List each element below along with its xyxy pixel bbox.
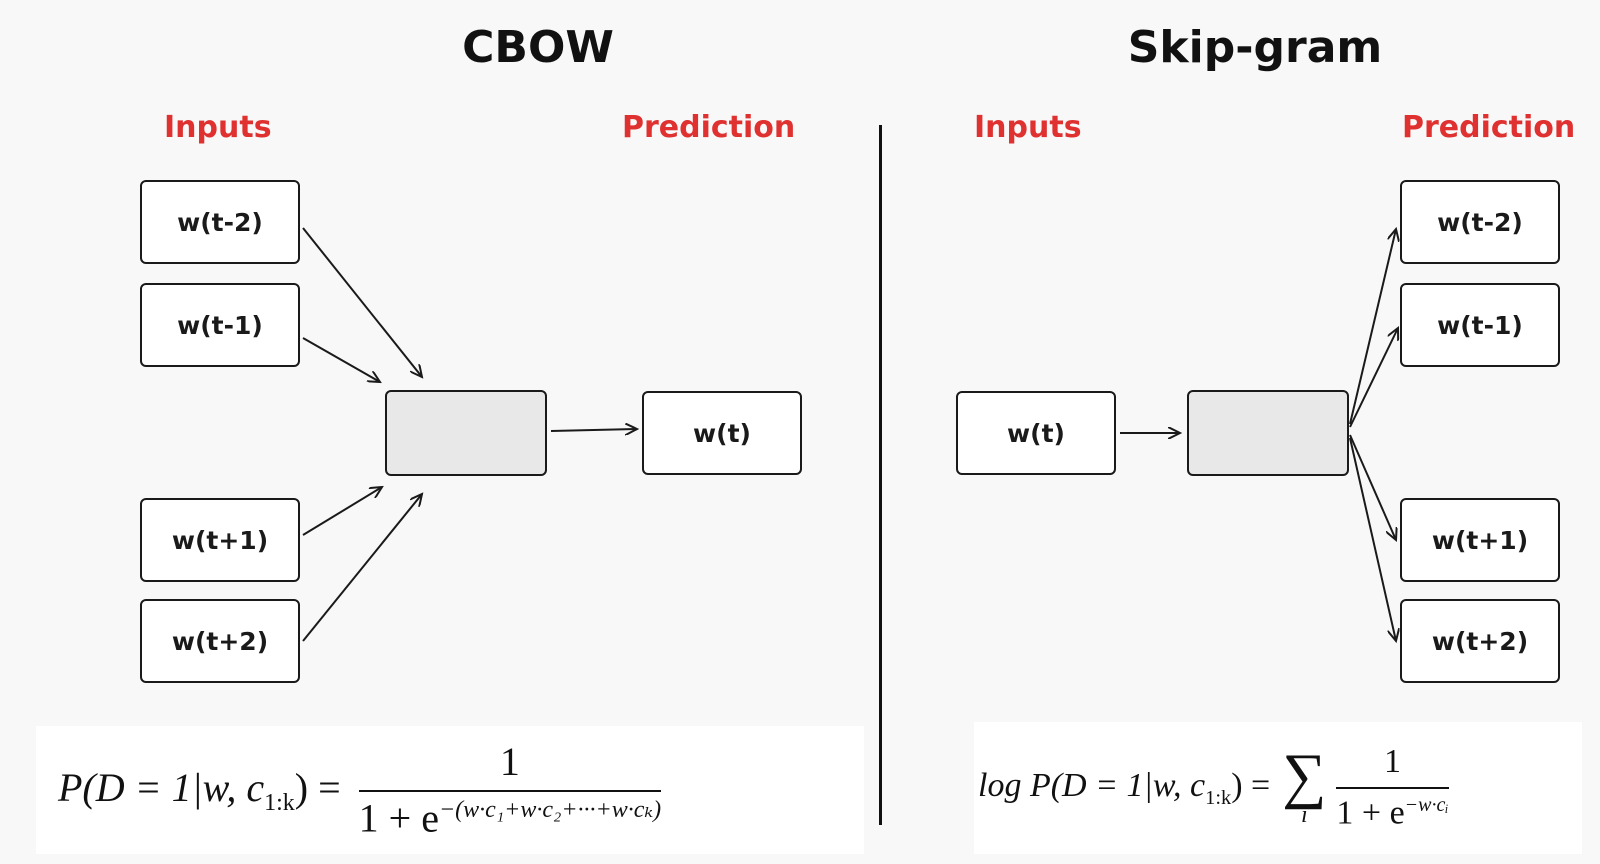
skipgram-formula-numerator: 1 [1383, 743, 1401, 781]
cbow-input-box: w(t+1) [140, 498, 300, 582]
cbow-formula-denominator: 1 + e−(w·c₁+w·c₂+···+w·cₖ) [358, 795, 662, 841]
skipgram-formula-lhs: log P(D = 1|w, c1:k) = [978, 766, 1271, 809]
skipgram-output-box: w(t+1) [1400, 498, 1560, 582]
skipgram-formula-bar [1336, 787, 1449, 790]
panel-divider [879, 125, 882, 825]
skipgram-formula: log P(D = 1|w, c1:k) = ∑ i 1 1 + e−w·cᵢ [974, 722, 1582, 854]
cbow-hidden-layer [385, 390, 547, 476]
cbow-arrow-4 [302, 494, 422, 642]
cbow-formula: P(D = 1|w, c1:k) = 1 1 + e−(w·c₁+w·c₂+··… [36, 726, 864, 854]
cbow-arrow-3 [302, 487, 382, 536]
cbow-formula-bar [358, 789, 662, 792]
skipgram-arrow-4 [1349, 437, 1396, 641]
skipgram-formula-denominator: 1 + e−w·cᵢ [1336, 794, 1449, 832]
cbow-formula-numerator: 1 [499, 738, 520, 784]
skipgram-output-box: w(t+2) [1400, 599, 1560, 683]
cbow-input-box: w(t-2) [140, 180, 300, 264]
cbow-formula-fraction: 1 1 + e−(w·c₁+w·c₂+···+w·cₖ) [358, 738, 662, 841]
skipgram-hidden-layer [1187, 390, 1349, 476]
cbow-title: CBOW [462, 22, 614, 73]
skipgram-arrow-2 [1349, 328, 1398, 428]
skipgram-arrow-3 [1349, 434, 1396, 540]
skipgram-prediction-label: Prediction [1402, 110, 1576, 145]
skipgram-inputs-label: Inputs [974, 110, 1082, 145]
cbow-input-box: w(t-1) [140, 283, 300, 367]
cbow-arrow-1 [302, 227, 422, 377]
skipgram-output-box: w(t-1) [1400, 283, 1560, 367]
skipgram-output-box: w(t-2) [1400, 180, 1560, 264]
skipgram-title: Skip-gram [1127, 22, 1383, 73]
cbow-arrow-out [550, 429, 637, 431]
cbow-input-box: w(t+2) [140, 599, 300, 683]
cbow-inputs-label: Inputs [164, 110, 272, 145]
cbow-output-box: w(t) [642, 391, 802, 475]
cbow-formula-lhs: P(D = 1|w, c1:k) = [58, 764, 341, 816]
skipgram-formula-sum: ∑ i [1282, 742, 1327, 829]
cbow-prediction-label: Prediction [622, 110, 796, 145]
skipgram-input-box: w(t) [956, 391, 1116, 475]
skipgram-arrow-1 [1349, 229, 1396, 425]
cbow-arrow-2 [302, 337, 380, 382]
skipgram-formula-fraction: 1 1 + e−w·cᵢ [1336, 743, 1449, 832]
